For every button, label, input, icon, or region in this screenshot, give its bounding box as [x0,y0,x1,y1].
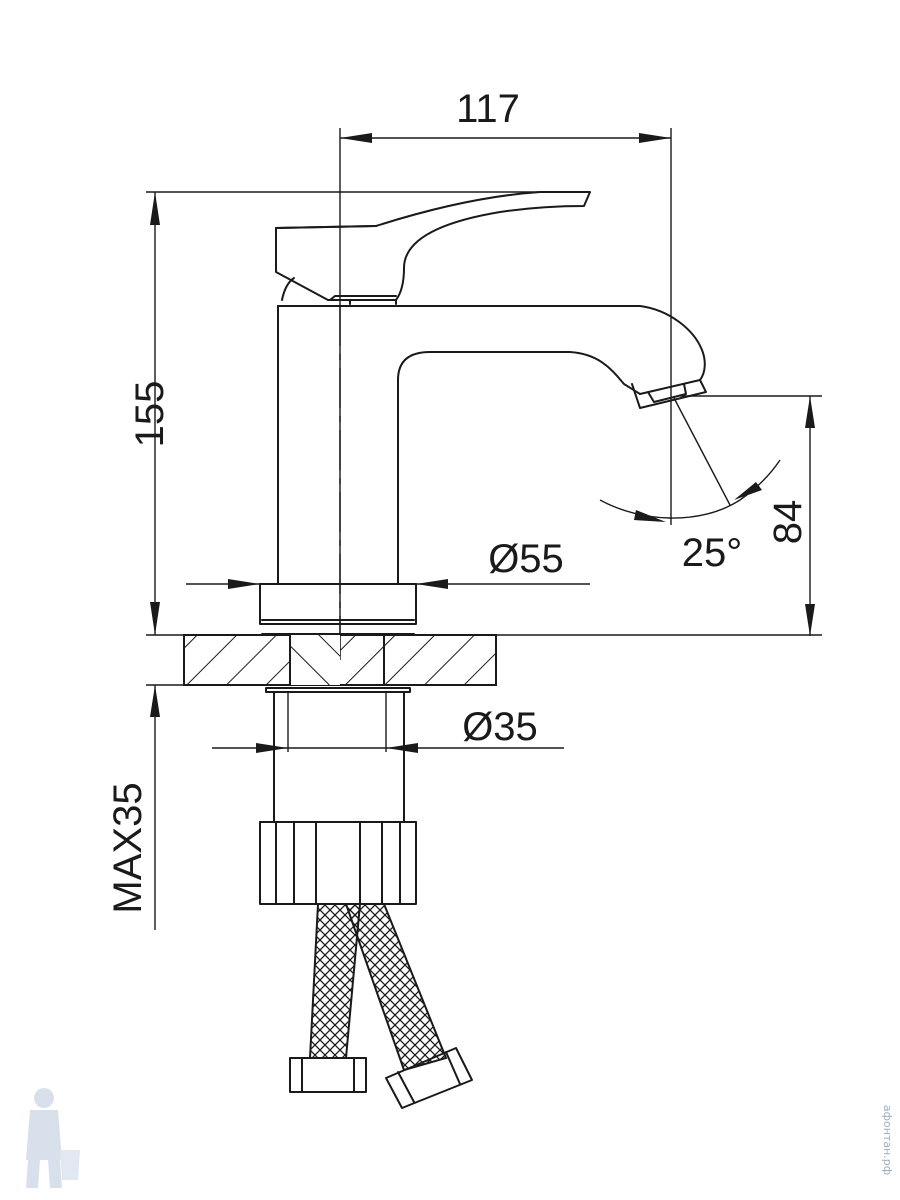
dimension-diameter-55: Ø55 [186,537,590,589]
dim-155-label: 155 [128,381,172,448]
angle-25-dimension: 25° [599,397,781,575]
countertop-section [146,634,822,693]
dim-35-label: Ø35 [462,705,538,749]
fixing-nut [259,821,417,905]
faucet-body [259,305,707,635]
dimension-84: 84 [680,395,822,636]
dim-55-label: Ø55 [488,537,564,581]
faucet-handle [275,191,591,305]
mounting-stud [273,691,405,823]
dimension-diameter-35: Ø35 [212,705,564,753]
dim-117-label: 117 [456,87,520,131]
flexible-hoses [289,903,473,1109]
dim-max35-label: MAX35 [106,782,150,913]
plumber-logo [26,1088,80,1188]
dimension-max35: MAX35 [106,685,160,930]
watermark-text: афонтан.рф [881,1105,894,1175]
dim-84-label: 84 [766,500,810,545]
dimension-155: 155 [128,191,590,635]
dim-25-label: 25° [682,531,743,575]
